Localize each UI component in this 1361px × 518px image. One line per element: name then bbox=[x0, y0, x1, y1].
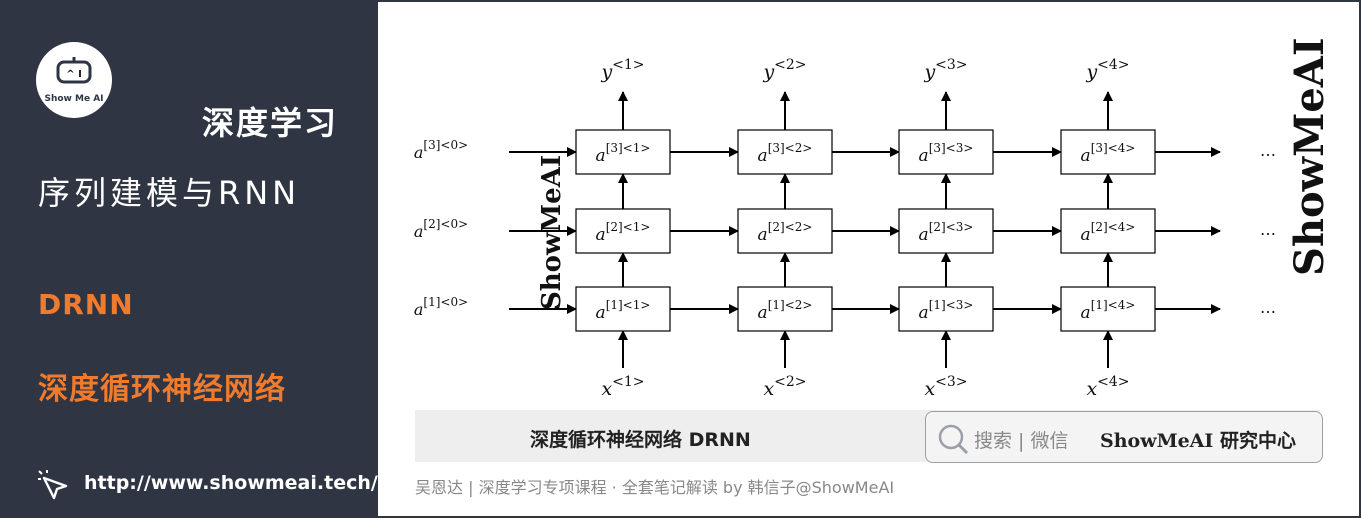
showmeai-logo: ^ I Show Me AI bbox=[36, 42, 112, 118]
initial-state-label: a[3]<0> bbox=[414, 138, 468, 162]
initial-state-label: a[2]<0> bbox=[414, 217, 468, 241]
output-label: y<4> bbox=[1085, 57, 1129, 83]
watermark-text-left: ShowMeAI bbox=[537, 155, 567, 310]
continuation-dots: … bbox=[1260, 298, 1276, 317]
credits-line: 吴恩达 | 深度学习专项课程 · 全套笔记解读 by 韩信子@ShowMeAI bbox=[415, 478, 895, 497]
cursor-click-icon bbox=[38, 470, 68, 500]
input-label: x<1> bbox=[601, 374, 644, 400]
hidden-node bbox=[1060, 286, 1156, 332]
input-label: x<4> bbox=[1086, 374, 1129, 400]
hidden-node-label: a[3]<3> bbox=[919, 141, 974, 166]
hidden-node bbox=[737, 286, 833, 332]
search-brand: ShowMeAI 研究中心 bbox=[1100, 426, 1296, 453]
search-brand-cn: 研究中心 bbox=[1219, 430, 1296, 452]
hidden-node-label: a[1]<4> bbox=[1081, 298, 1136, 323]
continuation-dots: … bbox=[1260, 141, 1276, 160]
topic-title-cn: 深度循环神经网络 bbox=[38, 372, 286, 407]
search-label: 搜索 | 微信 bbox=[974, 430, 1069, 452]
search-brand-name: ShowMeAI bbox=[1100, 430, 1214, 452]
hidden-node bbox=[1060, 129, 1156, 175]
svg-text:^ I: ^ I bbox=[66, 69, 82, 80]
hidden-node bbox=[575, 129, 671, 175]
output-label: y<2> bbox=[762, 57, 806, 83]
left-panel: ^ I Show Me AI 深度学习 序列建模与RNN DRNN 深度循环神经… bbox=[0, 0, 378, 518]
continuation-dots: … bbox=[1260, 220, 1276, 239]
robot-icon: ^ I bbox=[56, 57, 92, 84]
output-label: y<3> bbox=[923, 57, 967, 83]
topic-title-en: DRNN bbox=[38, 288, 134, 321]
output-label: y<1> bbox=[600, 57, 644, 83]
hidden-node-label: a[1]<2> bbox=[758, 298, 813, 323]
hidden-node bbox=[575, 208, 671, 254]
hidden-node bbox=[898, 129, 994, 175]
hidden-node-label: a[3]<4> bbox=[1081, 141, 1136, 166]
series-title: 序列建模与RNN bbox=[38, 174, 301, 212]
logo-text: Show Me AI bbox=[44, 94, 104, 104]
hidden-node bbox=[898, 208, 994, 254]
course-title: 深度学习 bbox=[201, 104, 338, 142]
hidden-node-label: a[2]<3> bbox=[919, 220, 974, 245]
hidden-node bbox=[737, 129, 833, 175]
search-box[interactable]: 搜索 | 微信 ShowMeAI 研究中心 bbox=[925, 411, 1323, 463]
input-label: x<2> bbox=[763, 374, 806, 400]
hidden-node-label: a[1]<3> bbox=[919, 298, 974, 323]
hidden-node bbox=[898, 286, 994, 332]
watermark-text-right: ShowMeAI bbox=[1286, 37, 1333, 276]
hidden-node-label: a[1]<1> bbox=[596, 298, 651, 323]
website-link[interactable]: http://www.showmeai.tech/ bbox=[84, 472, 378, 494]
input-label: x<3> bbox=[924, 374, 967, 400]
search-icon bbox=[938, 424, 969, 455]
hidden-node bbox=[737, 208, 833, 254]
diagram-caption: 深度循环神经网络 DRNN bbox=[530, 429, 751, 451]
hidden-node-label: a[2]<1> bbox=[596, 220, 651, 245]
drnn-diagram: ShowMeAI ShowMeAI a[3]<0> a[3]<1> a[3]<2> a[… bbox=[414, 37, 1333, 400]
hidden-node bbox=[1060, 208, 1156, 254]
hidden-node-label: a[3]<2> bbox=[758, 141, 813, 166]
hidden-node-label: a[2]<4> bbox=[1081, 220, 1136, 245]
hidden-node-label: a[2]<2> bbox=[758, 220, 813, 245]
hidden-node bbox=[575, 286, 671, 332]
initial-state-label: a[1]<0> bbox=[414, 295, 468, 319]
hidden-node-label: a[3]<1> bbox=[596, 141, 651, 166]
